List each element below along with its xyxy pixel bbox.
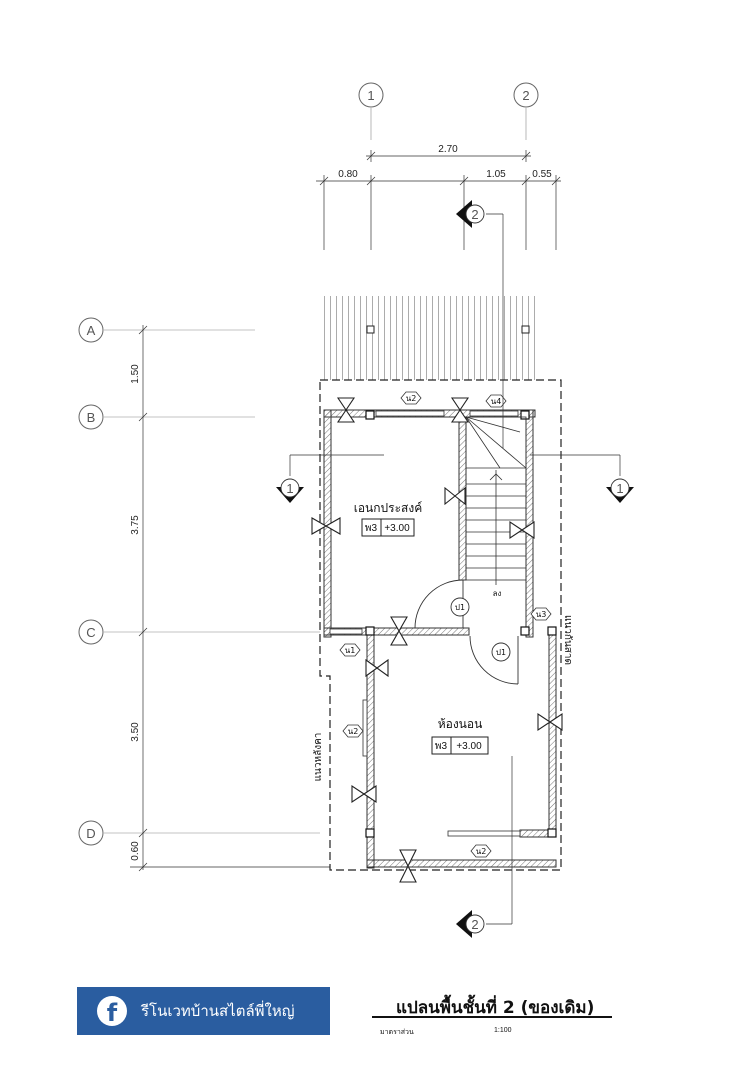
facebook-icon: f (97, 996, 127, 1026)
section-marker-1-left: 1 (276, 454, 384, 503)
svg-text:ป1: ป1 (455, 603, 465, 612)
svg-text:A: A (87, 323, 96, 338)
svg-text:+3.00: +3.00 (456, 741, 482, 752)
note-back-boundary: แนวหลังคา (313, 733, 324, 782)
svg-text:C: C (86, 625, 95, 640)
banner-text: รีโนเวทบ้านสไตล์พี่ใหญ่ (141, 1002, 295, 1020)
title-underline (372, 1016, 612, 1018)
dim-left-cd: 3.50 (130, 722, 141, 742)
dim-top-right: 0.55 (532, 169, 552, 180)
dim-left-end: 0.60 (130, 841, 141, 861)
svg-text:1: 1 (616, 481, 623, 496)
dim-top-left: 0.80 (338, 169, 358, 180)
door-tag-1: ป1 (450, 597, 470, 617)
dim-left-ab: 1.50 (130, 364, 141, 384)
svg-text:น1: น1 (345, 646, 356, 655)
svg-text:น3: น3 (536, 610, 547, 619)
room-name-multipurpose: เอนกประสงค์ (354, 501, 423, 515)
grid-bubble-col-2: 2 (513, 82, 539, 108)
svg-text:น2: น2 (476, 847, 487, 856)
top-dimensions (316, 150, 561, 250)
svg-text:D: D (86, 826, 95, 841)
section-marker-2-top: 2 (456, 200, 504, 448)
svg-text:2: 2 (522, 88, 529, 103)
section-marker-1-right: 1 (530, 454, 634, 503)
grid-bubble-row-d: D (78, 820, 104, 846)
grid-bubble-row-a: A (78, 317, 104, 343)
section-marker-2-bottom: 2 (456, 756, 513, 938)
svg-text:พ3: พ3 (365, 523, 378, 534)
scale-label: มาตราส่วน (380, 1028, 414, 1036)
window-tag-n4: น4 (485, 394, 507, 408)
left-dimensions (130, 325, 330, 872)
grid-bubble-col-1: 1 (358, 82, 384, 108)
dim-left-bc: 3.75 (130, 515, 141, 535)
dim-top-mid: 1.05 (486, 169, 506, 180)
stair (465, 416, 527, 585)
elevation-markers (311, 397, 563, 883)
walls (323, 409, 557, 869)
roof-hatching (324, 296, 535, 380)
svg-text:B: B (87, 410, 96, 425)
window-tag-n3: น3 (530, 607, 552, 621)
svg-text:1: 1 (367, 88, 374, 103)
svg-text:1: 1 (286, 481, 293, 496)
note-side-boundary: แนวกันสาด (562, 615, 573, 665)
window-tag-n2-bottom: น2 (470, 844, 492, 858)
roof-columns (366, 325, 530, 334)
sheet-title: แปลนพื้นชั้นที่ 2 (ของเดิม) (396, 998, 595, 1018)
window-tag-n2-left: น2 (342, 724, 364, 738)
scale-value: 1:100 (494, 1027, 512, 1034)
svg-text:2: 2 (471, 207, 478, 222)
svg-text:ป1: ป1 (496, 648, 506, 657)
svg-text:น2: น2 (406, 394, 417, 403)
stair-down-label: ลง (493, 589, 502, 598)
roof-overhang-line (319, 379, 562, 871)
door-tag-2: ป1 (491, 642, 511, 662)
svg-text:น4: น4 (491, 397, 502, 406)
plan-columns (365, 410, 557, 838)
svg-text:+3.00: +3.00 (384, 523, 410, 534)
window-openings (329, 410, 521, 837)
window-tag-n1: น1 (339, 643, 361, 657)
window-tag-n2-top: น2 (400, 391, 422, 405)
grid-bubble-row-b: B (78, 404, 104, 430)
door-swing-2 (469, 635, 519, 685)
room-name-bedroom: ห้องนอน (438, 717, 483, 731)
level-tag-multipurpose: พ3 +3.00 (361, 518, 415, 537)
svg-text:น2: น2 (348, 727, 359, 736)
grid-bubble-row-c: C (78, 619, 104, 645)
svg-text:พ3: พ3 (435, 741, 448, 752)
svg-text:2: 2 (471, 917, 478, 932)
facebook-banner[interactable]: f รีโนเวทบ้านสไตล์พี่ใหญ่ (77, 987, 330, 1035)
dim-top-total: 2.70 (438, 144, 458, 155)
grid-lines (104, 108, 527, 834)
level-tag-bedroom: พ3 +3.00 (431, 736, 489, 755)
